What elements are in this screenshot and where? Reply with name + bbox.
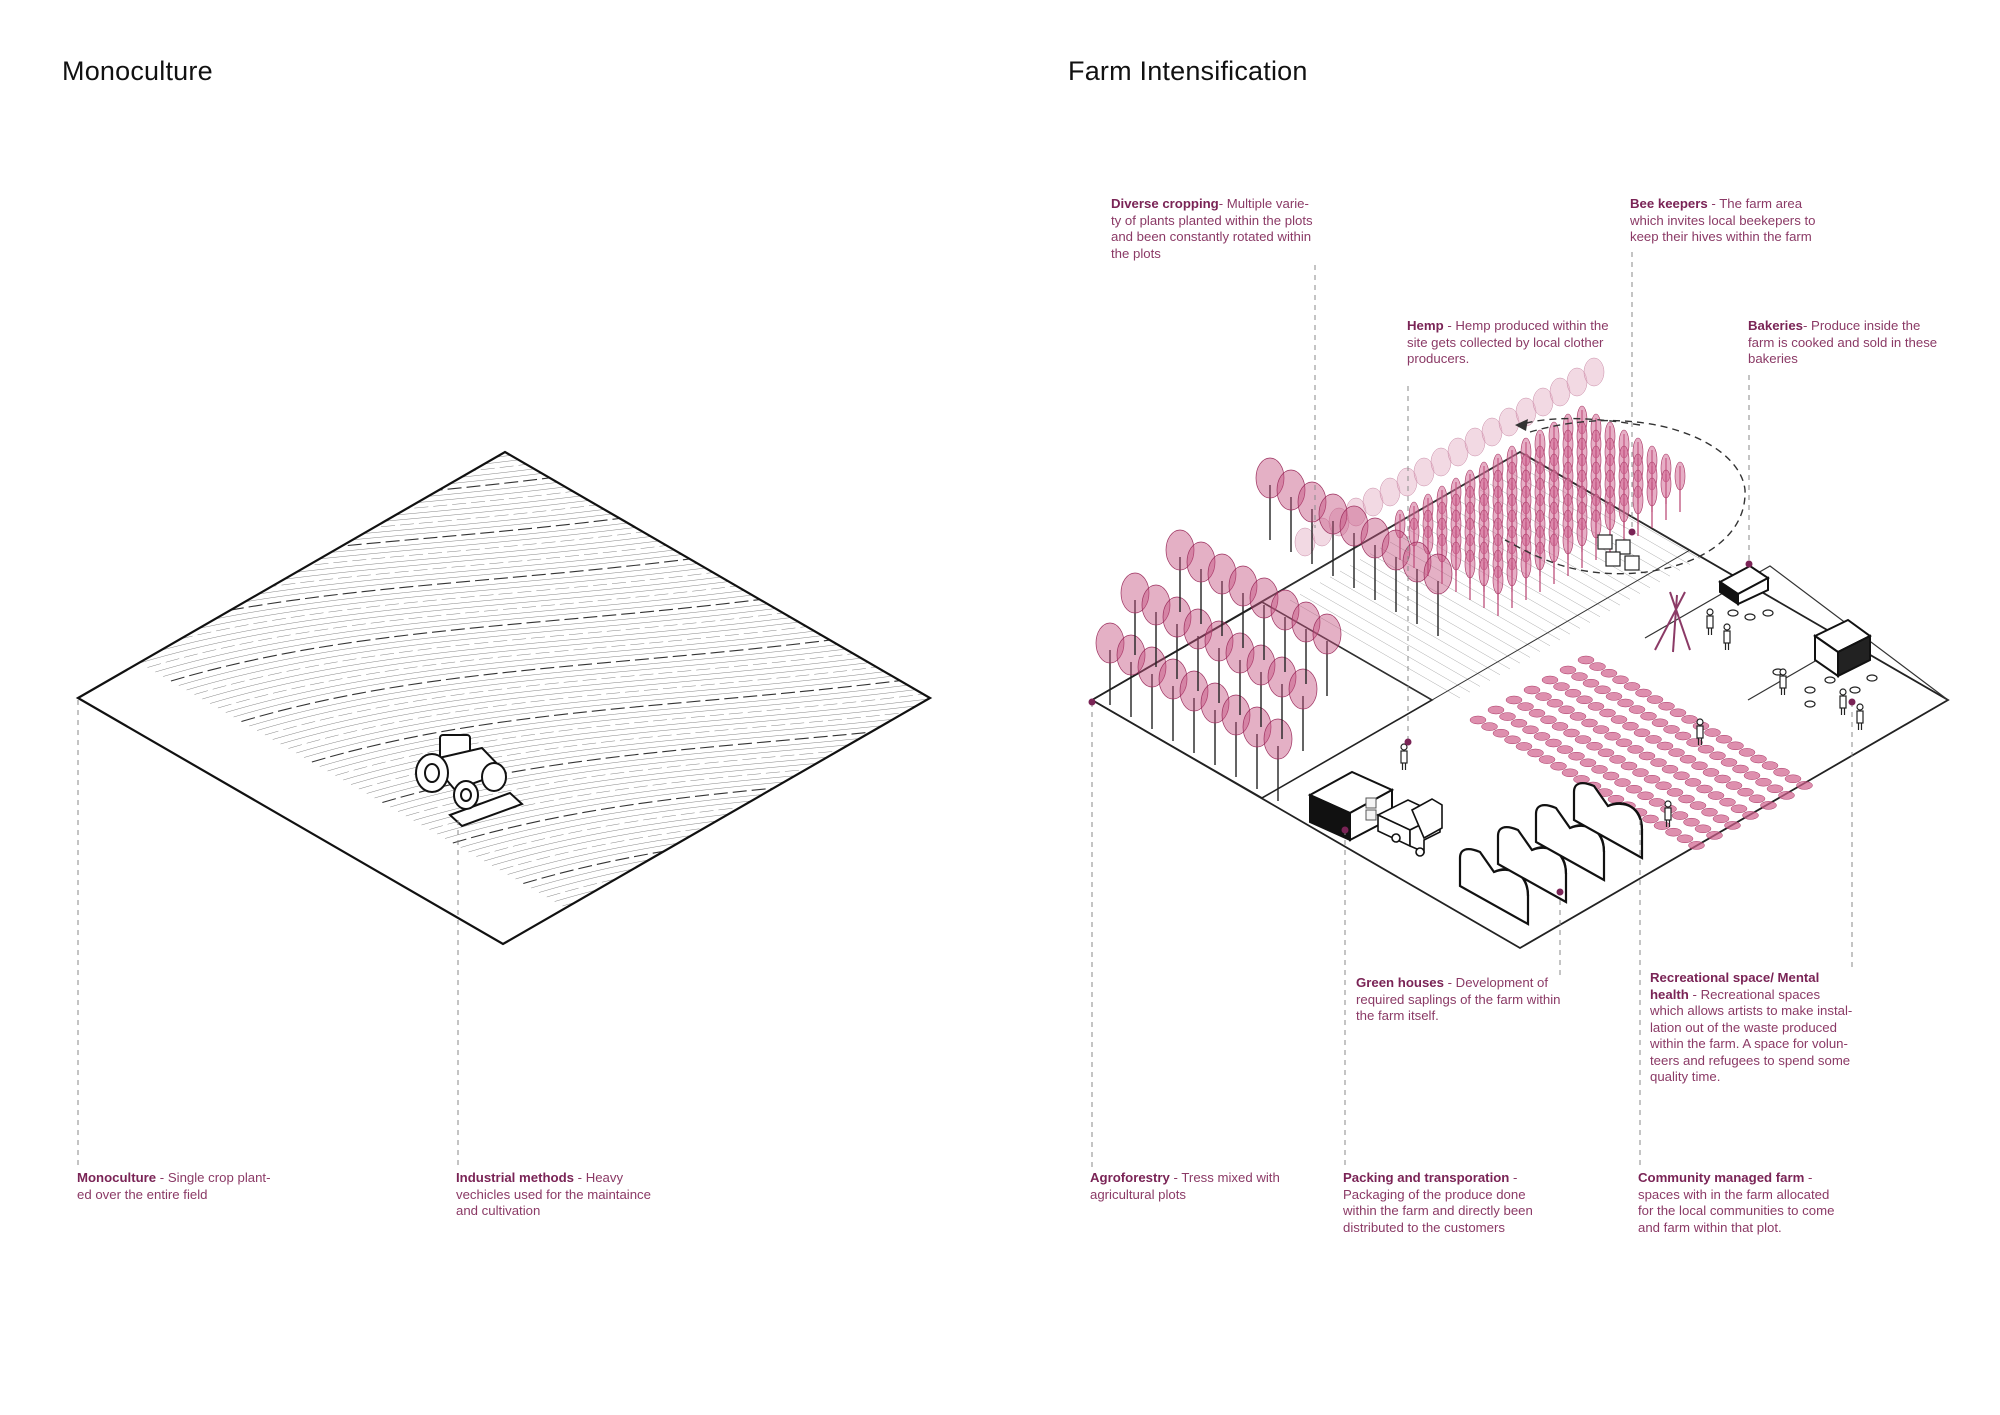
agroforestry-trees xyxy=(1095,457,1453,801)
people xyxy=(1400,608,1864,827)
recreational-annotation: Recreational space/ Mental health - Recr… xyxy=(1650,970,1880,1086)
packing-annotation: Packing and transporation - Packaging of… xyxy=(1343,1170,1573,1236)
hemp-annotation: Hemp - Hemp produced within the site get… xyxy=(1407,318,1637,368)
monoculture-annotation-title: Monoculture xyxy=(77,1170,157,1185)
community-annotation-text: - spaces with in the farm allocated for … xyxy=(1638,1170,1835,1235)
farm-intensification-title: Farm Intensification xyxy=(1068,56,1308,86)
bees-annotation-title: Bee keepers xyxy=(1630,196,1708,211)
hemp-annotation-title: Hemp xyxy=(1407,318,1444,333)
diverse-cropping-annotation: Diverse cropping- Multiple varie- ty of … xyxy=(1111,196,1341,262)
greenhouses-annotation: Green houses - Development of required s… xyxy=(1356,975,1586,1025)
bee-loop-arrow xyxy=(1504,417,1746,575)
agroforestry-annotation: Agroforestry - Tress mixed with agricult… xyxy=(1090,1170,1320,1203)
bakery-icon-2 xyxy=(1813,618,1872,678)
packing-annotation-title: Packing and transporation xyxy=(1343,1170,1510,1185)
hemp-crops xyxy=(1294,357,1686,616)
monoculture-annotation: Monoculture - Single crop plant- ed over… xyxy=(77,1170,307,1203)
industrial-annotation-title: Industrial methods xyxy=(456,1170,574,1185)
community-annotation-title: Community managed farm xyxy=(1638,1170,1805,1185)
greenhouses-annotation-text: - Development of required saplings of th… xyxy=(1356,975,1561,1023)
bees-annotation-text: - The farm area which invites local beek… xyxy=(1630,196,1816,244)
truck-icon xyxy=(1376,798,1443,857)
agroforestry-annotation-title: Agroforestry xyxy=(1090,1170,1170,1185)
monoculture-title: Monoculture xyxy=(62,56,213,86)
community-annotation: Community managed farm - spaces with in … xyxy=(1638,1170,1868,1236)
diverse-annotation-title: Diverse cropping xyxy=(1111,196,1219,211)
crates xyxy=(1365,797,1377,821)
bakeries-annotation: Bakeries- Produce inside the farm is coo… xyxy=(1748,318,1978,368)
diverse-annotation-text: - Multiple varie- ty of plants planted w… xyxy=(1111,196,1313,261)
monoculture-annotation-text: - Single crop plant- ed over the entire … xyxy=(77,1170,271,1202)
monoculture-leaders xyxy=(77,700,459,1170)
beehive-icon xyxy=(1597,534,1640,571)
bakery-icon xyxy=(1718,564,1770,606)
agroforestry-annotation-text: - Tress mixed with agricultural plots xyxy=(1090,1170,1280,1202)
community-crops xyxy=(1469,655,1813,850)
art-installation xyxy=(1654,591,1691,653)
leader-dots xyxy=(1088,528,1856,896)
tractor-icon xyxy=(415,734,524,828)
industrial-annotation-text: - Heavy vechicles used for the maintainc… xyxy=(456,1170,651,1218)
industrial-annotation: Industrial methods - Heavy vechicles use… xyxy=(456,1170,696,1220)
recreational-annotation-text: - Recreational spaces which allows artis… xyxy=(1650,986,1853,1085)
recreational-annotation-title: Recreational space/ Mental health xyxy=(1650,970,1820,1002)
bakeries-annotation-text: - Produce inside the farm is cooked and … xyxy=(1748,318,1938,366)
bee-keepers-annotation: Bee keepers - The farm area which invite… xyxy=(1630,196,1860,246)
packing-annotation-text: - Packaging of the produce done within t… xyxy=(1343,1170,1533,1235)
greenhouse-icon xyxy=(1458,782,1644,926)
hemp-annotation-text: - Hemp produced within the site gets col… xyxy=(1407,318,1609,366)
bakeries-annotation-title: Bakeries xyxy=(1748,318,1803,333)
farm-leaders xyxy=(1091,252,1853,1170)
greenhouses-annotation-title: Green houses xyxy=(1356,975,1444,990)
